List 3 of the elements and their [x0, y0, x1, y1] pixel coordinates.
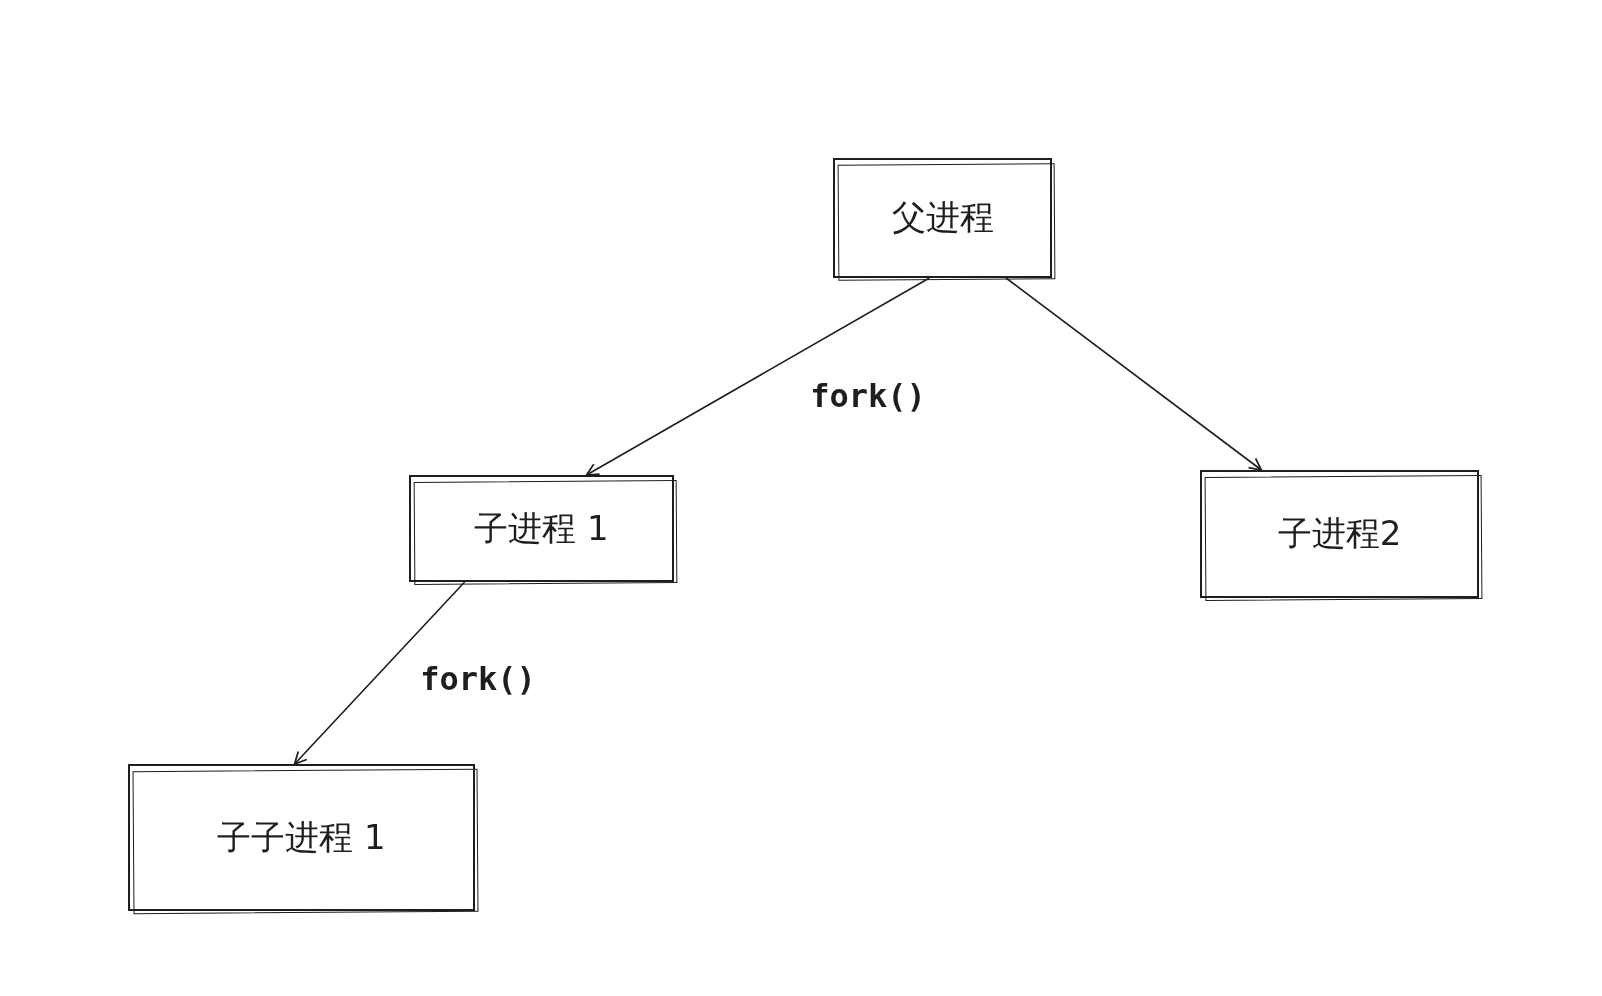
arrow: [1005, 277, 1263, 471]
arrow: [585, 277, 931, 476]
arrow: [293, 581, 466, 765]
